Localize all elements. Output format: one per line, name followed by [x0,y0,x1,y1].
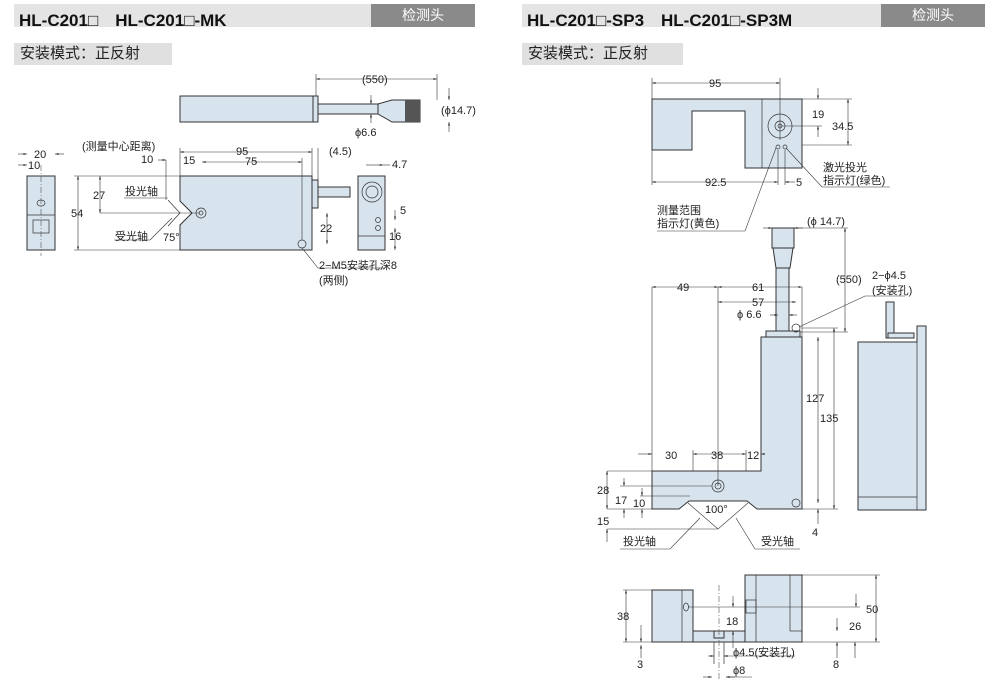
dim-r-cable-length: (550) [836,274,862,286]
right-side-view [857,301,927,511]
dim-r-17: 17 [615,495,627,507]
label-emit-axis: 投光轴 [125,184,158,198]
dim-r-b50: 50 [866,604,878,616]
label-r-emit-axis: 投光轴 [623,534,656,548]
dim-r-135: 135 [820,413,838,425]
right-mount-mode: 安装模式：正反射 [522,43,683,65]
dim-r-5: 5 [796,177,802,189]
dim-r-b8: 8 [833,659,839,671]
right-bottom-view [623,574,880,680]
right-model-title: HL-C201□-SP3 HL-C201□-SP3M [527,11,793,30]
dim-54: 54 [71,208,83,220]
dim-r-connector-diameter: (ϕ 14.7) [807,216,845,228]
label-mount-hole: 2−M5安装孔深8 [319,258,397,272]
dim-r-19: 19 [812,109,824,121]
left-top-view [179,74,451,132]
label-r-mount-hole: ϕ4.5(安装孔) [733,645,795,659]
dim-5: 5 [400,205,406,217]
dim-r-4: 4 [812,527,818,539]
label-receive-axis: 受光轴 [115,229,148,243]
dim-16: 16 [389,231,401,243]
right-front-view [605,226,905,550]
dim-cable-length: (550) [362,74,388,86]
left-side-view [18,152,64,256]
dim-22: 22 [320,223,332,235]
label-laser-indicator-color: 指示灯(绿色) [823,173,885,187]
dim-r-49: 49 [677,282,689,294]
dim-angle-75: 75° [163,232,180,244]
dim-r-61: 61 [752,282,764,294]
left-model-title: HL-C201□ HL-C201□-MK [19,11,227,30]
dim-r-30: 30 [665,450,677,462]
dim-4-7: 4.7 [392,159,407,171]
dim-r-phi8: ϕ8 [733,665,745,677]
dim-10b: 10 [141,154,153,166]
dim-75: 75 [245,156,257,168]
dim-10: 10 [28,160,40,172]
dim-r-b3: 3 [637,659,643,671]
dim-r-38: 38 [711,450,723,462]
label-r-hole-mount: (安装孔) [872,283,912,297]
dim-r-12: 12 [747,450,759,462]
label-both-sides: (两侧) [319,274,348,287]
dim-r-15: 15 [597,516,609,528]
dim-r-127: 127 [806,393,824,405]
left-mount-mode: 安装模式：正反射 [14,43,172,65]
label-laser-indicator: 激光投光 [823,160,867,174]
dim-r-28: 28 [597,485,609,497]
dim-r-angle-100: 100° [705,504,728,516]
left-end-view [357,163,397,251]
dim-27: 27 [93,190,105,202]
dim-4-5: (4.5) [329,146,352,158]
label-r-receive-axis: 受光轴 [761,534,794,548]
dim-cable-diameter: ϕ6.6 [355,127,376,139]
dim-20: 20 [34,149,46,161]
right-model-header: HL-C201□-SP3 HL-C201□-SP3M 检测头 [522,4,985,30]
dim-r-cable-diameter: ϕ 6.6 [737,309,762,321]
right-top-view [651,78,890,232]
label-range-indicator-color: 指示灯(黄色) [657,216,719,230]
left-front-view [74,148,385,269]
right-detection-head-badge: 检测头 [881,4,985,27]
dim-r-34-5: 34.5 [832,121,853,133]
dim-95: 95 [236,146,248,158]
dim-r-b26: 26 [849,621,861,633]
dim-15: 15 [183,155,195,167]
label-center-distance: (测量中心距离) [82,139,155,153]
left-detection-head-badge: 检测头 [371,4,475,27]
left-model-header: HL-C201□ HL-C201□-MK 检测头 [14,4,475,30]
dim-connector-diameter: (ϕ14.7) [441,105,476,117]
dim-r-92-5: 92.5 [705,177,726,189]
label-range-indicator: 测量范围 [657,203,701,217]
dim-r-10: 10 [633,498,645,510]
dim-r-95: 95 [709,78,721,90]
dim-r-b18: 18 [726,616,738,628]
dim-r-57: 57 [752,297,764,309]
dim-r-b38: 38 [617,611,629,623]
label-r-hole: 2−ϕ4.5 [872,270,906,282]
